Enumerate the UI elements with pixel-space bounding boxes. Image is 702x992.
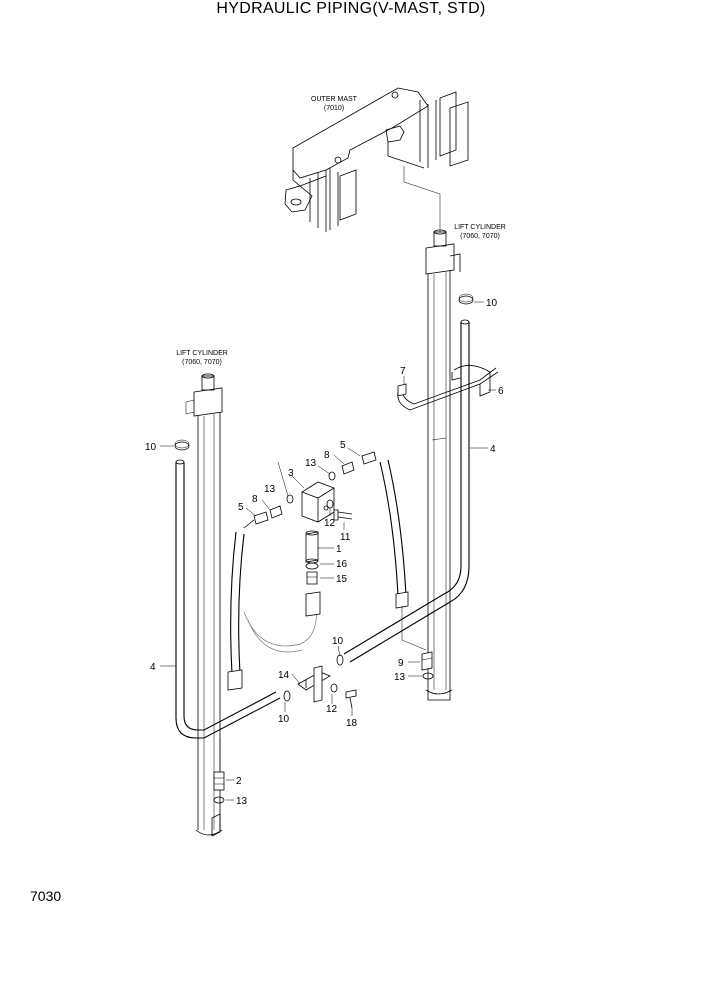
- lift-cylinder-left-code: (7060, 7070): [182, 359, 222, 366]
- part-label-18: 18: [346, 718, 358, 729]
- pipe-4-left: [175, 459, 281, 739]
- part-label-10: 10: [486, 298, 498, 309]
- part-label-13: 13: [305, 458, 317, 469]
- lift-cylinder-left-drawing: [185, 373, 223, 837]
- part-label-10: 10: [332, 636, 344, 647]
- hose-5-left: [227, 511, 269, 691]
- part-label-13: 13: [394, 672, 406, 683]
- part-label-3: 3: [288, 468, 294, 479]
- hose-ghost-loop: [243, 599, 317, 653]
- part-label-8: 8: [252, 494, 258, 505]
- o-ring-16: [305, 562, 319, 570]
- lift-cylinder-right-label: LIFT CYLINDER: [454, 224, 506, 231]
- part-label-13: 13: [236, 796, 248, 807]
- outer-mast-drawing: [284, 87, 469, 232]
- valve-3: [301, 481, 335, 523]
- bracket-7: [397, 383, 407, 397]
- bolt-18: [345, 689, 357, 709]
- connector-8-right: [341, 461, 355, 475]
- part-label-12: 12: [324, 518, 336, 529]
- leader-lines: [160, 301, 496, 801]
- part-label-5: 5: [340, 440, 346, 451]
- part-label-15: 15: [336, 574, 348, 585]
- part-label-10: 10: [145, 442, 157, 453]
- page-number: 7030: [30, 888, 62, 904]
- outer-mast-label: OUTER MAST: [311, 96, 358, 103]
- o-ring-10-left: [174, 439, 190, 451]
- part-label-4: 4: [150, 662, 156, 673]
- o-ring-13-bottom: [213, 796, 225, 804]
- fitting-15: [306, 571, 318, 585]
- o-ring-13-top-right: [328, 471, 336, 481]
- o-ring-10-bottom: [283, 690, 291, 702]
- hose-5-right: [361, 451, 427, 651]
- o-ring-10-center: [336, 654, 344, 666]
- fitting-9: [421, 651, 433, 671]
- lift-cylinder-right-code: (7060, 7070): [460, 233, 500, 240]
- part-label-7: 7: [400, 366, 406, 377]
- part-label-14: 14: [278, 670, 290, 681]
- part-label-9: 9: [398, 658, 404, 669]
- part-label-13: 13: [264, 484, 276, 495]
- outer-mast-code: (7010): [324, 105, 344, 112]
- part-label-8: 8: [324, 450, 330, 461]
- o-ring-13-top-left: [286, 494, 294, 504]
- o-ring-13-right: [422, 672, 434, 680]
- pipe-1: [305, 530, 319, 564]
- part-label-6: 6: [498, 386, 504, 397]
- part-label-12: 12: [326, 704, 338, 715]
- pipe-4-right: [343, 319, 470, 663]
- washer-12-bottom: [330, 683, 338, 693]
- o-ring-10-right: [458, 293, 474, 305]
- tee-14: [297, 665, 331, 703]
- fitting-2: [213, 738, 225, 791]
- part-label-5: 5: [238, 502, 244, 513]
- part-label-1: 1: [336, 544, 342, 555]
- part-label-4: 4: [490, 444, 496, 455]
- clamp-6: [397, 365, 499, 411]
- diagram-title: HYDRAULIC PIPING(V-MAST, STD): [216, 0, 486, 17]
- part-label-2: 2: [236, 776, 242, 787]
- fitting-15-lower: [305, 591, 321, 617]
- part-label-16: 16: [336, 559, 348, 570]
- connector-8-left: [269, 505, 283, 519]
- bolt-11: [333, 509, 353, 521]
- part-label-11: 11: [340, 532, 351, 543]
- lift-cylinder-left-label: LIFT CYLINDER: [176, 350, 228, 357]
- part-label-10: 10: [278, 714, 290, 725]
- lift-cylinder-right-drawing: [425, 229, 461, 701]
